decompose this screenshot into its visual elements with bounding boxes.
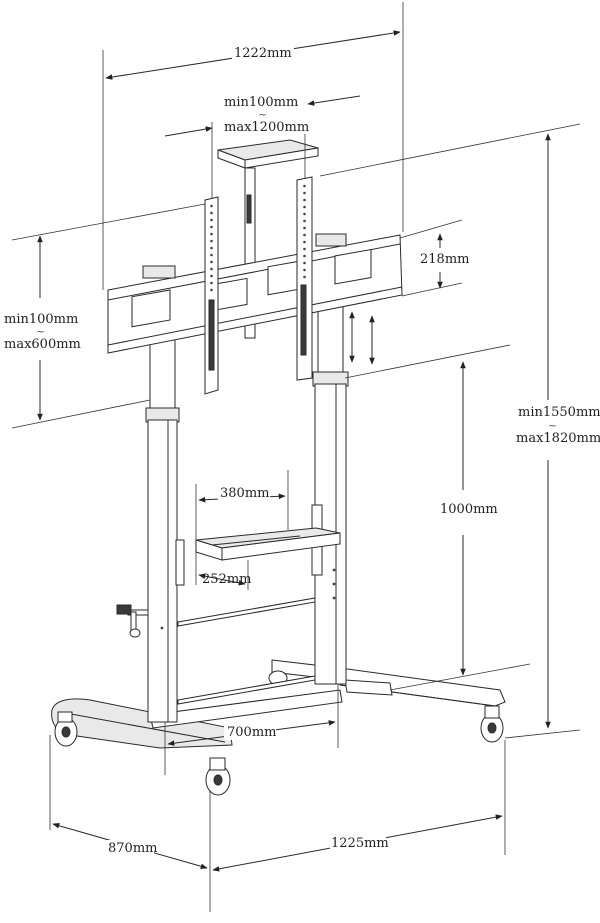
label-total-height-min: min1550mm [518,405,600,420]
label-bracket-height: 218mm [420,252,469,267]
arm-hole [210,267,213,271]
label-total-height-max: max1820mm [516,431,600,446]
arm-hole [210,211,213,215]
label-vesa-height-max: max600mm [4,337,81,352]
arm-hole [210,232,213,236]
arm-hole [210,288,213,292]
arm-hole [303,254,306,258]
arm-hole [210,218,213,222]
label-vesa-width-sep: ~ [258,108,267,121]
arm-hole [210,274,213,278]
label-shelf-height: 1000mm [440,502,498,517]
label-column-spacing: 700mm [227,725,276,740]
arm-hole [303,184,306,188]
arm-hole [303,268,306,272]
arm-hole [303,275,306,279]
arm-hole [303,205,306,209]
tv-mount-frame [107,139,403,395]
arm-hole [303,240,306,244]
arm-hole [303,212,306,216]
dimension-labels: 1222mm min100mm ~ max1200mm min100mm ~ m… [4,44,600,856]
arm-holes [210,184,306,292]
arm-hole [210,239,213,243]
arm-hole [303,191,306,195]
arm-hole [210,253,213,257]
arm-hole [303,233,306,237]
label-vesa-width-min: min100mm [224,95,298,110]
media-shelf [175,504,341,586]
label-shelf-width: 380mm [220,486,269,501]
label-vesa-height-sep: ~ [36,325,45,338]
arm-hole [303,226,306,230]
label-total-height-sep: ~ [548,419,557,432]
arm-hole [210,204,213,208]
label-vesa-width-max: max1200mm [224,120,309,135]
arm-hole [210,281,213,285]
label-overall-width: 1222mm [234,46,292,61]
dimension-lines [11,2,581,912]
arm-hole [303,261,306,265]
label-base-depth: 870mm [108,841,157,856]
arm-hole [210,260,213,264]
label-vesa-height-min: min100mm [4,312,78,327]
caster-wheels [54,670,504,796]
arm-hole [303,219,306,223]
arm-hole [303,198,306,202]
arm-hole [210,246,213,250]
arm-hole [303,247,306,251]
arm-hole [210,225,213,229]
label-shelf-depth: 252mm [202,572,251,587]
label-base-width: 1225mm [331,836,389,851]
